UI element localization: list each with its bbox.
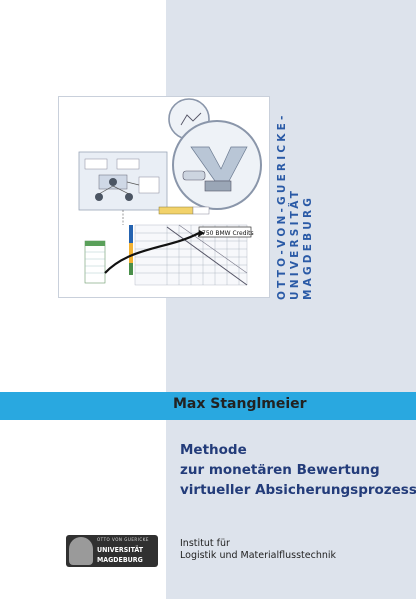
- book-title: Methode zur monetären Bewertung virtuell…: [180, 440, 416, 500]
- portrait-icon: [69, 537, 93, 565]
- cover-illustration: 750 BMW Credits: [58, 96, 270, 298]
- author-name: Max Stanglmeier: [173, 396, 307, 412]
- institute-line2: Logistik und Materialflusstechnik: [180, 550, 337, 561]
- logo-line1: OTTO VON GUERICKE: [97, 538, 149, 543]
- logo-line3: MAGDEBURG: [97, 556, 143, 564]
- author-band: [0, 392, 416, 420]
- book-title-line1: Methode: [180, 442, 247, 458]
- book-title-line3: virtueller Absicherungsprozesse: [180, 482, 416, 498]
- institute-line1: Institut für: [180, 538, 230, 549]
- credits-label: 750 BMW Credits: [202, 230, 254, 237]
- institute-name: Institut für Logistik und Materialflusst…: [180, 538, 410, 562]
- book-title-line2: zur monetären Bewertung: [180, 462, 380, 478]
- left-panel: [0, 0, 166, 599]
- logo-line2: UNIVERSITÄT: [97, 546, 144, 554]
- vertical-title-line1: OTTO-VON-GUERICKE-: [276, 112, 288, 300]
- vertical-title-line2: UNIVERSITÄT: [289, 187, 301, 300]
- vertical-title-line3: MAGDEBURG: [302, 194, 314, 300]
- university-logo: OTTO VON GUERICKE UNIVERSITÄT MAGDEBURG: [66, 535, 158, 567]
- process-diagram-graphic: 750 BMW Credits: [78, 98, 262, 286]
- university-vertical-title: OTTO-VON-GUERICKE- UNIVERSITÄT MAGDEBURG: [276, 112, 315, 300]
